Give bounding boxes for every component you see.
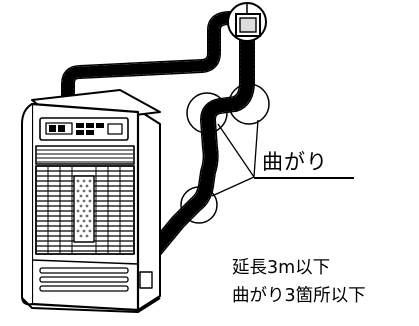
front-grille [35, 165, 135, 255]
bend-marker-lower [180, 186, 218, 224]
upper-grille [35, 145, 135, 165]
bend-marker-upper-right [228, 83, 270, 125]
heater [21, 89, 161, 313]
bend-limit-note: 曲がり3箇所以下 [232, 286, 366, 306]
control-panel [39, 117, 129, 141]
bend-marker-upper-left [186, 92, 228, 134]
wall-fitting [227, 2, 267, 42]
bend-callout-label: 曲がり [262, 150, 328, 174]
lower-panel [31, 259, 139, 292]
length-limit-note: 延長3m以下 [232, 258, 331, 278]
leader-lines [211, 119, 259, 197]
callout-underline [254, 177, 354, 179]
bend-markers [180, 83, 270, 224]
exhaust-hose [61, 11, 255, 264]
